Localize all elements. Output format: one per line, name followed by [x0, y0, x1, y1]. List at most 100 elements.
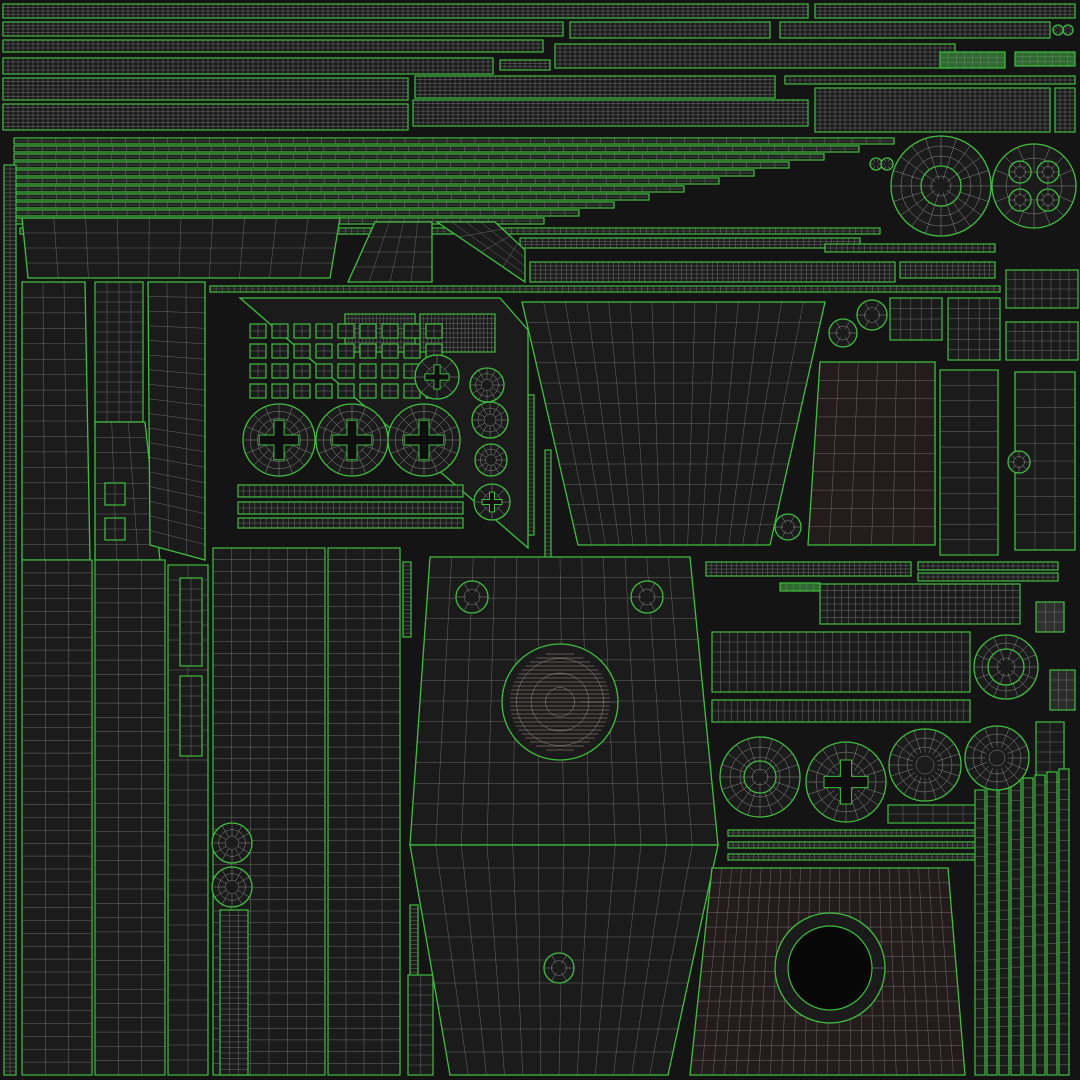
panel-key-3-0: [249, 383, 267, 399]
rc-block-big: [711, 631, 971, 693]
stair-strip-4: [13, 169, 755, 177]
left-column-b: [94, 281, 144, 423]
dial-face: [805, 741, 887, 823]
panel-key-1-7: [403, 343, 421, 359]
left-column-a: [21, 281, 91, 561]
warm-trapezoid-port: [774, 912, 886, 1024]
wedge-piece-right: [434, 221, 526, 284]
knob-cross-2: [315, 403, 389, 477]
knob-cross-3: [387, 403, 461, 477]
panel-key-3-4: [337, 383, 355, 399]
panel-key-1-1: [271, 343, 289, 359]
bracket-hole: [1007, 450, 1031, 474]
tall-right-strip-1: [939, 369, 999, 556]
long-strip-f: [209, 285, 1001, 293]
right-block-4: [1005, 321, 1079, 361]
panel-key-1-5: [359, 343, 377, 359]
top-strip-3: [569, 21, 771, 39]
left-column-b-lower: [94, 559, 166, 1076]
right-edge-strip-1: [986, 786, 998, 1076]
top-strip-13: [412, 99, 809, 127]
dial-big-1-in: [743, 760, 777, 794]
rc-strip-4: [727, 829, 984, 837]
top-strip-7: [2, 57, 494, 75]
long-strip-b: [519, 237, 861, 249]
narrow-slot-2: [179, 675, 203, 757]
knob-cross-1: [242, 403, 316, 477]
rc-tabs: [887, 804, 979, 824]
rc-strip-3: [917, 572, 1059, 582]
uv-panel-layer: [21, 51, 1079, 1076]
top-strip-15: [1054, 87, 1076, 133]
dial-big-3: [964, 725, 1030, 791]
panel-key-2-2: [293, 363, 311, 379]
rc-grille-1: [819, 583, 1021, 625]
left-vertical-strip: [3, 164, 17, 1076]
panel-key-2-4: [337, 363, 355, 379]
top-strip-8: [499, 59, 551, 71]
right-block-3: [1005, 269, 1079, 309]
knob-small-3: [474, 443, 508, 477]
hex-bolt-2: [856, 299, 888, 331]
tiny-box-lower: [407, 974, 434, 1076]
rc-strip-1: [705, 561, 912, 577]
upper-left-slab: [21, 217, 341, 279]
panel-key-0-5: [359, 323, 377, 339]
panel-key-0-7: [403, 323, 421, 339]
rc-strip-6: [727, 853, 984, 861]
stair-strip-6: [13, 185, 685, 193]
right-bracket: [1014, 371, 1076, 551]
top-strip-14: [814, 87, 1051, 133]
stair-strip-7: [13, 193, 650, 201]
small-rect-1: [104, 482, 126, 506]
green-tag-piece: [939, 51, 1006, 69]
panel-key-0-8: [425, 323, 443, 339]
panel-key-2-0: [249, 363, 267, 379]
top-strip-10: [414, 75, 776, 99]
stair-strip-0: [13, 137, 895, 145]
top-strip-6: [554, 43, 956, 69]
narrow-slot: [179, 577, 203, 667]
panel-key-3-2: [293, 383, 311, 399]
button-cross-2: [473, 483, 511, 521]
panel-key-3-1: [271, 383, 289, 399]
tapered-panel: [807, 361, 936, 546]
top-strip-5: [2, 39, 544, 53]
stair-strip-2: [13, 153, 825, 161]
long-strip-c: [529, 261, 896, 283]
top-strip-11: [784, 75, 1076, 85]
panel-key-2-6: [381, 363, 399, 379]
green-bar: [779, 582, 821, 592]
rc-block-rows: [711, 699, 971, 723]
panel-key-1-0: [249, 343, 267, 359]
quad-port-0: [1008, 160, 1032, 184]
top-strip-4: [779, 21, 1051, 39]
vent-disc-center: [920, 165, 962, 207]
thin-vert-strip-1: [402, 561, 412, 638]
large-trapezoid-face: [521, 301, 826, 546]
rc-step-1: [1049, 669, 1076, 711]
lower-left-ring-2: [211, 866, 253, 908]
right-edge-strip-5: [1034, 774, 1046, 1076]
dial-big-2: [888, 728, 962, 802]
right-edge-strip-6: [1046, 771, 1058, 1076]
green-tag-piece-2: [1014, 51, 1076, 67]
panel-key-0-3: [315, 323, 333, 339]
right-edge-strip-4: [1022, 777, 1034, 1076]
quad-port-1: [1036, 160, 1060, 184]
stair-strip-9: [13, 209, 580, 217]
panel-key-3-3: [315, 383, 333, 399]
panel-key-0-2: [293, 323, 311, 339]
rc-strip-5: [727, 841, 984, 849]
tiny-ring-4: [1062, 24, 1074, 36]
uv-circle-layer: [211, 24, 1077, 1024]
wedge-piece-left: [346, 221, 433, 283]
mid-left-panel-2: [327, 547, 401, 1076]
panel-key-1-2: [293, 343, 311, 359]
panel-key-1-4: [337, 343, 355, 359]
top-strip-0: [2, 3, 809, 19]
lower-left-grid: [219, 909, 249, 1076]
panel-key-2-3: [315, 363, 333, 379]
panel-key-0-4: [337, 323, 355, 339]
plate-bolt-2: [630, 580, 664, 614]
